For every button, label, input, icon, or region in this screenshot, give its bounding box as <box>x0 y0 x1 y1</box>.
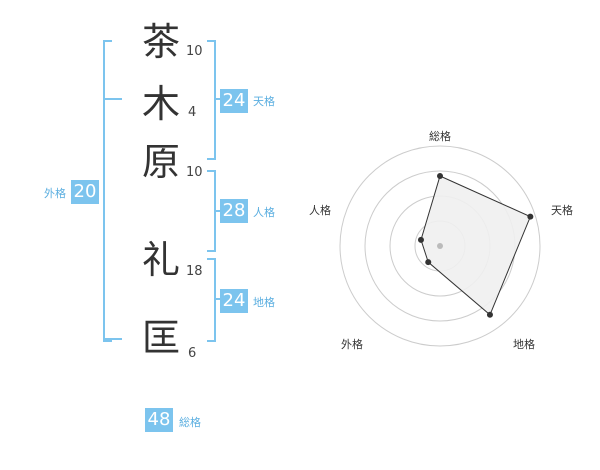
radar-point-3 <box>486 311 493 318</box>
gaikaku-bracket-tick <box>105 98 122 100</box>
gaikaku-bracket <box>103 40 112 342</box>
radar-point-2 <box>527 213 534 220</box>
stroke-count-5: 6 <box>188 346 197 361</box>
chikaku-label: 地格 <box>253 296 275 309</box>
radar-axis-label: 外格 <box>341 337 363 351</box>
gaikaku-label: 外格 <box>44 187 66 200</box>
stroke-count-3: 10 <box>186 165 203 180</box>
jinkaku-value: 28 <box>220 199 248 223</box>
radar-point-1 <box>437 173 443 179</box>
radar-axis-label: 総格 <box>429 129 451 143</box>
radar-axis-label: 天格 <box>551 203 573 217</box>
radar-grid-ring <box>339 145 541 347</box>
jinkaku-tick <box>216 210 222 212</box>
name-char-2: 木 <box>141 82 180 126</box>
radar-point-4 <box>425 259 432 266</box>
chikaku-tick <box>216 298 222 300</box>
stroke-count-2: 4 <box>188 105 197 120</box>
soukaku-value: 48 <box>145 408 173 432</box>
radar-center-dot <box>437 243 443 249</box>
stroke-count-1: 10 <box>186 44 203 59</box>
jinkaku-bracket <box>207 170 216 252</box>
radar-axis-label: 人格 <box>309 203 331 217</box>
name-char-1: 茶 <box>141 20 180 64</box>
chikaku-value: 24 <box>220 289 248 313</box>
soukaku-label: 総格 <box>179 416 201 429</box>
tenkaku-value: 24 <box>220 89 248 113</box>
name-char-5: 匡 <box>141 316 180 360</box>
tenkaku-tick <box>216 98 222 100</box>
tenkaku-bracket <box>207 40 216 160</box>
name-char-4: 礼 <box>141 238 180 282</box>
name-char-3: 原 <box>141 140 180 184</box>
stroke-count-4: 18 <box>186 264 203 279</box>
radar-point-5 <box>417 236 424 243</box>
chikaku-bracket <box>207 258 216 342</box>
radar-series-area <box>420 175 531 316</box>
tenkaku-label: 天格 <box>253 95 275 108</box>
gaikaku-value: 20 <box>71 180 99 204</box>
gaikaku-bracket-tick-lower <box>105 338 122 340</box>
radar-axis-label: 地格 <box>513 337 535 351</box>
jinkaku-label: 人格 <box>253 206 275 219</box>
